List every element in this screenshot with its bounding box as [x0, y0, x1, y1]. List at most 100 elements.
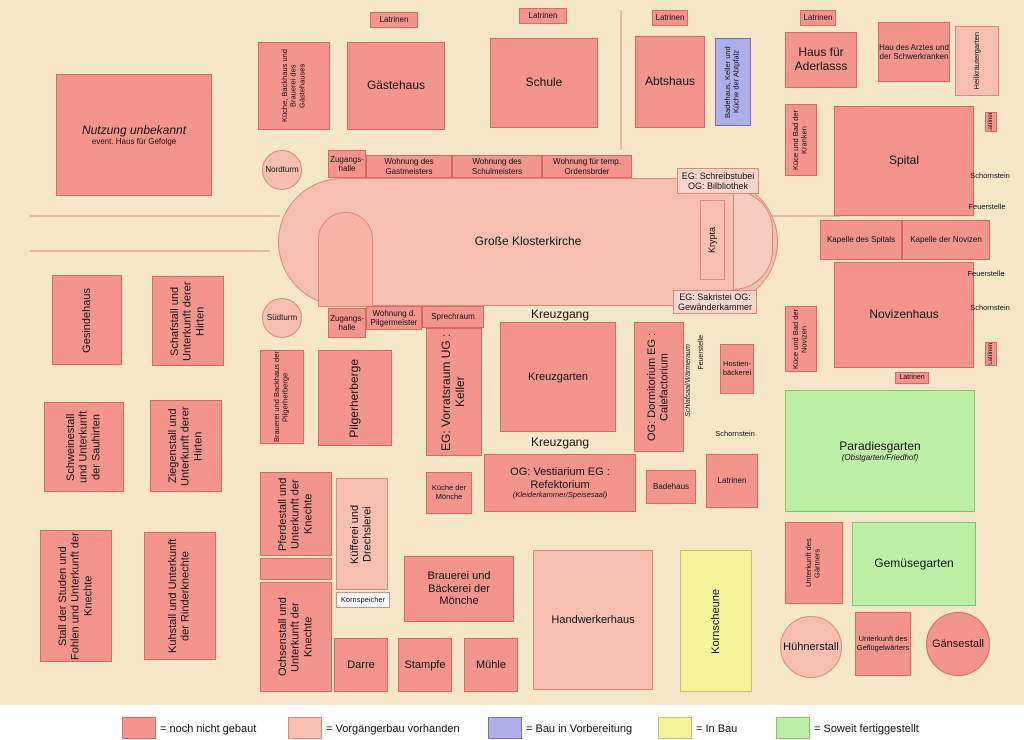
schweinestall-label: Schweinestall und Unterkunft der Sauhirt…: [65, 410, 103, 484]
kapelle-spital-label: Kapelle des Spitals: [826, 235, 896, 245]
kueche-moenche-label: Küche der Mönche: [431, 483, 467, 501]
vorratsraum-label: EG: Vorratsraum UG : Keller: [439, 333, 467, 451]
ziegenstall[interactable]: Ziegenstall und Unterkunft derer Hirten: [150, 400, 222, 492]
novizenhaus-label: Novizenhaus: [869, 307, 939, 322]
zugangshalle-sued[interactable]: Zugangs-halle: [328, 308, 366, 338]
spital[interactable]: Spital: [834, 106, 974, 216]
gaestehaus-kueche[interactable]: Küche, Backhaus und Brauerei des Gästeha…: [258, 42, 330, 130]
sakristei-label: EG: Sakristei OG: Gewänderkammer: [677, 291, 753, 312]
latrinen-badehaus[interactable]: Latrinen: [706, 454, 758, 508]
abbot-bath-label: Badehaus, Keller und Küche der Abtpfalz: [723, 46, 741, 118]
gemuesegarten[interactable]: Gemüsegarten: [852, 522, 976, 606]
heilkraeutergarten[interactable]: Heilkräutergarten: [955, 26, 999, 96]
gaestehaus[interactable]: Gästehaus: [347, 42, 445, 130]
sprechraum-label: Sprechraum: [431, 312, 475, 322]
latrinen-novizen-2[interactable]: Latrinen: [985, 342, 997, 366]
path-line: [30, 215, 280, 217]
arzt-label: Hau des Arztes und der Schwerkranken: [879, 42, 949, 61]
schornstein-label: Schornstein: [715, 428, 755, 438]
kornspeicher[interactable]: Kornspeicher: [336, 592, 390, 608]
feuerstelle-label: Feuerstelle: [967, 268, 1005, 278]
haus-arzt[interactable]: Hau des Arztes und der Schwerkranken: [878, 22, 950, 82]
wohnung-orden-label: Wohnung für temp. Ordensbrder: [553, 157, 621, 176]
pilgermeister-label: Wohnung d. Pilgermeister: [370, 308, 418, 327]
refektorium[interactable]: OG: Vestiarium EG : Refektorium (Kleider…: [484, 454, 636, 512]
kapelle-spital[interactable]: Kapelle des Spitals: [820, 220, 902, 260]
ochsenstall[interactable]: Ochsenstall und Unterkunft der Knechte: [260, 582, 332, 692]
schafstall[interactable]: Schafstall und Unterkunft derer Hirten: [152, 276, 224, 366]
paradiesgarten[interactable]: Paradiesgarten (Obstgarten/Friedhof): [785, 390, 975, 512]
handwerkerhaus[interactable]: Handwerkerhaus: [533, 550, 653, 690]
novizenhaus[interactable]: Novizenhaus: [834, 262, 974, 368]
stall-stuten[interactable]: Stall der Studen und Fohlen und Unterkun…: [40, 530, 112, 662]
legend-swatch-in-progress: [658, 717, 692, 739]
brauerei-moenche[interactable]: Brauerei und Bäckerei der Mönche: [404, 556, 514, 622]
schweinestall[interactable]: Schweinestall und Unterkunft der Sauhirt…: [44, 402, 124, 492]
hostien-label: Hostien-bäckerei: [722, 359, 752, 377]
kuefferei-label: Küfferei und Drechslerei: [349, 504, 374, 564]
krypta[interactable]: Krypta: [700, 200, 725, 280]
unterkunft-gaertner[interactable]: Unterkunft des Gärtners: [785, 522, 843, 604]
abt-badehaus[interactable]: Badehaus, Keller und Küche der Abtpfalz: [715, 38, 751, 126]
wohnung-gastmeister[interactable]: Wohnung des Gastmeisters: [366, 155, 452, 178]
gaensestall[interactable]: Gänsestall: [926, 612, 990, 676]
pferdestall[interactable]: Pferdestall und Unterkunft der Knechte: [260, 472, 332, 556]
nutzung-unbekannt[interactable]: Nutzung unbekannt event. Haus für Gefolg…: [56, 74, 212, 196]
abtshaus-label: Abtshaus: [644, 74, 696, 89]
kreuzgarten[interactable]: Kreuzgarten: [500, 322, 616, 432]
latrinen-novizen[interactable]: Latrinen: [895, 372, 929, 384]
schafstall-label: Schafstall und Unterkunft derer Hirten: [169, 281, 207, 361]
stampfe[interactable]: Stampfe: [398, 638, 452, 692]
latrinen-schule[interactable]: Latrinen: [519, 8, 567, 24]
feuerstelle-label: Feuerstelle: [968, 201, 1006, 211]
dormitorium[interactable]: OG: Dormitorium EG : Calefactorium: [634, 322, 684, 452]
latrinen-label: Latrinen: [379, 15, 409, 25]
darre[interactable]: Darre: [334, 638, 388, 692]
latrinen-abt[interactable]: Latrinen: [652, 10, 688, 26]
pilgerherberge[interactable]: Pilgerherberge: [318, 350, 392, 446]
wohnung-schul-label: Wohnung des Schulmeisters: [471, 157, 523, 176]
wohnung-ordensbrueder[interactable]: Wohnung für temp. Ordensbrder: [542, 155, 632, 178]
wohnung-schulmeister[interactable]: Wohnung des Schulmeisters: [452, 155, 542, 178]
kuefferei[interactable]: Küfferei und Drechslerei: [336, 478, 388, 590]
paradiesgarten-label: Paradiesgarten: [839, 438, 921, 453]
guest-kitchen-label: Küche, Backhaus und Brauerei des Gästeha…: [280, 49, 307, 123]
schreibstube[interactable]: EG: Schreibstubei OG: Bilbliothek: [677, 168, 759, 194]
latrinen-gaestehaus[interactable]: Latrinen: [370, 12, 418, 28]
abtshaus[interactable]: Abtshaus: [635, 36, 705, 128]
kapelle-novizen[interactable]: Kapelle der Novizen: [902, 220, 990, 260]
latrinen-aderlass[interactable]: Latrinen: [800, 10, 836, 26]
sprechraum[interactable]: Sprechraum: [422, 306, 484, 328]
legend-label-not-built: = noch nicht gebaut: [160, 723, 257, 735]
kuhstall[interactable]: Kuhstall und Unterkunft der Rinderknecht…: [144, 532, 216, 660]
schule[interactable]: Schule: [490, 38, 598, 128]
wohnung-pilgermeister[interactable]: Wohnung d. Pilgermeister: [366, 306, 422, 330]
badehaus[interactable]: Badehaus: [646, 470, 696, 504]
hostienbaeckerei[interactable]: Hostien-bäckerei: [720, 344, 754, 394]
unterkunft-gefluegelwaerter[interactable]: Unterkunft des Geflügelwärters: [855, 612, 911, 676]
gesindehaus[interactable]: Gesindehaus: [52, 275, 122, 365]
latrinen-label: Latrinen: [528, 11, 558, 21]
suedturm[interactable]: Südturm: [262, 298, 302, 338]
path-line: [620, 10, 622, 150]
muehle[interactable]: Mühle: [464, 638, 518, 692]
path-line: [740, 215, 840, 217]
schornstein-novizen: Schornstein: [966, 302, 1014, 314]
kueche-moenche[interactable]: Küche der Mönche: [426, 472, 472, 514]
huehnerstall[interactable]: Hühnerstall: [780, 616, 842, 678]
vorratsraum[interactable]: EG: Vorratsraum UG : Keller: [426, 328, 482, 456]
nordturm[interactable]: Nordturm: [262, 150, 302, 190]
kornspeicher-label: Kornspeicher: [340, 594, 386, 604]
haus-aderlass[interactable]: Haus für Aderlasss: [785, 32, 857, 88]
zugangshalle-nord[interactable]: Zugangs-halle: [328, 150, 366, 178]
refektorium-label: OG: Vestiarium EG : Refektorium: [510, 466, 610, 491]
legend-label-preparation: = Bau in Vorbereitung: [526, 723, 633, 735]
kornscheune[interactable]: Kornscheune: [680, 550, 752, 692]
stampfe-label: Stampfe: [404, 658, 446, 671]
latrinen-spital[interactable]: Latrinen: [985, 112, 997, 132]
pilger-brauerei[interactable]: Brauerei und Backhaus der Pilgerherberge: [260, 350, 304, 444]
kueche-bad-kranke[interactable]: Küce und Bad der Kranken: [785, 104, 817, 176]
latrinen-label: Latrinen: [987, 112, 994, 132]
kueche-bad-novizen[interactable]: Küce und Bad der Novizen: [785, 306, 817, 372]
sakristei[interactable]: EG: Sakristei OG: Gewänderkammer: [673, 290, 757, 314]
